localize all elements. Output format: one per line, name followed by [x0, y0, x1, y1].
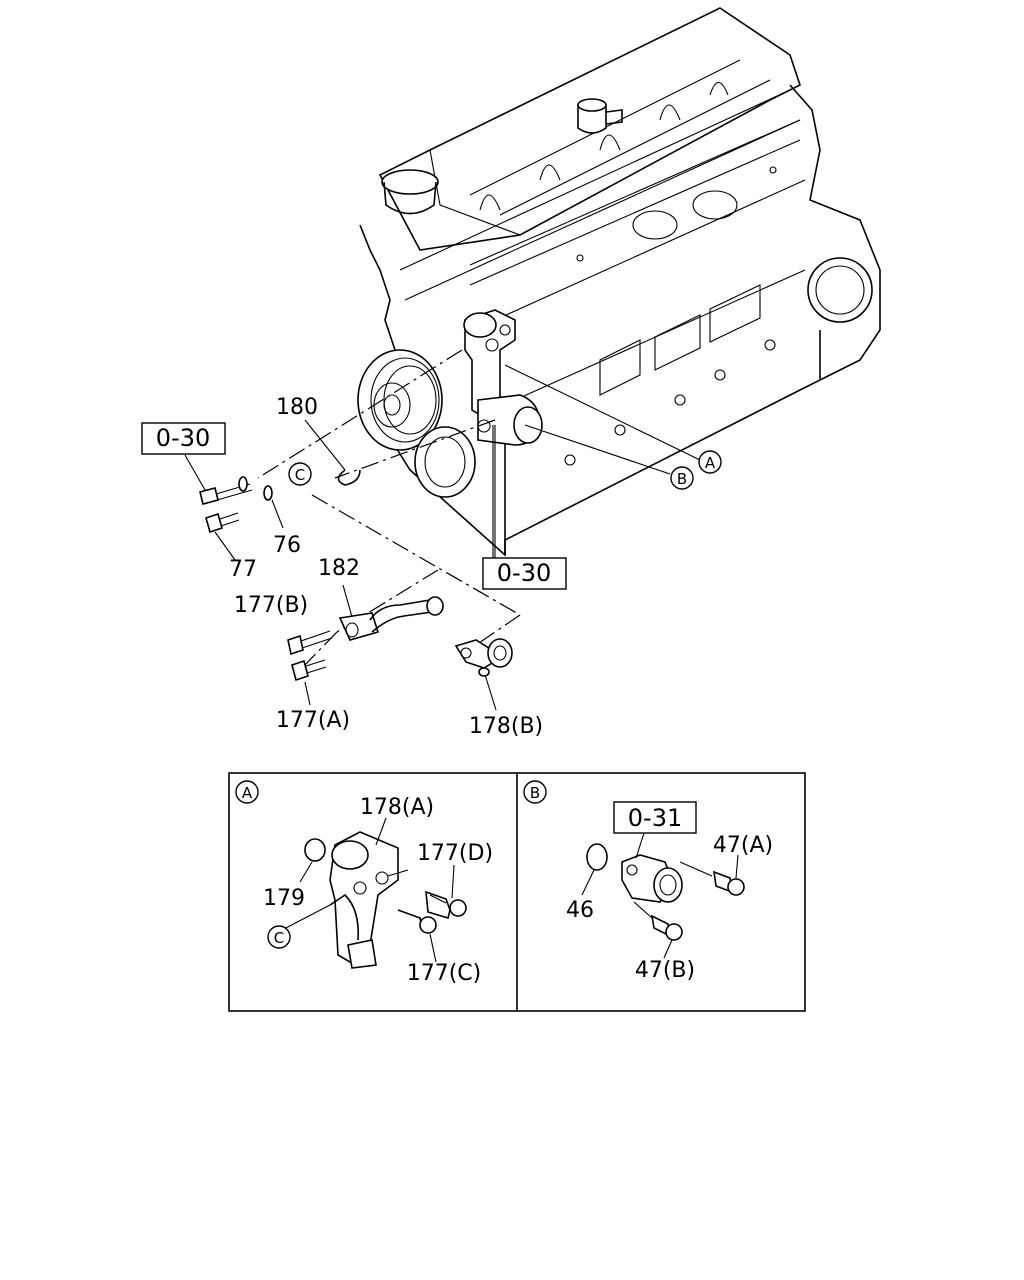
part-label-177b: 177(B) — [234, 593, 308, 618]
callout-b: B — [670, 466, 694, 490]
detail-a: A 178(A) 177(D) 179 177(C) C — [235, 780, 493, 986]
detail-a-label-177c: 177(C) — [407, 961, 482, 986]
part-label-76: 76 — [273, 533, 301, 558]
ref-box-left-label: 0-30 — [156, 424, 210, 452]
ref-box-detail-b-label: 0-31 — [628, 804, 682, 832]
loose-parts — [199, 469, 513, 682]
part-label-177a: 177(A) — [276, 708, 350, 733]
ref-box-center: 0-30 — [482, 557, 567, 590]
callout-a-label: A — [705, 454, 716, 472]
callout-a: A — [698, 450, 722, 474]
ref-box-left: 0-30 — [141, 422, 226, 455]
part-labels: 180 76 77 182 177(B) 177(A) 178(B) — [229, 395, 543, 739]
detail-a-label-179: 179 — [263, 886, 305, 911]
ref-box-center-label: 0-30 — [497, 559, 551, 587]
thermostat-housing-assembly — [463, 309, 543, 446]
part-label-178b: 178(B) — [469, 714, 543, 739]
detail-b: B 0-31 47(A) 46 47(B) — [523, 780, 773, 983]
detail-frame — [228, 772, 806, 1012]
detail-a-label-178a: 178(A) — [360, 795, 434, 820]
callout-c-label: C — [295, 466, 305, 484]
detail-a-tag: A — [242, 784, 253, 802]
detail-b-label-47b: 47(B) — [635, 958, 695, 983]
detail-a-callout-c: C — [274, 929, 284, 947]
detail-a-label-177d: 177(D) — [417, 841, 493, 866]
part-label-77: 77 — [229, 557, 257, 582]
leader-lines — [184, 349, 701, 711]
callout-b-label: B — [677, 470, 687, 488]
detail-b-tag: B — [530, 784, 540, 802]
part-label-182: 182 — [318, 556, 360, 581]
detail-b-label-47a: 47(A) — [713, 833, 773, 858]
detail-b-label-46: 46 — [566, 898, 594, 923]
engine-block — [357, 7, 881, 557]
callout-c: C — [288, 462, 312, 486]
part-label-180: 180 — [276, 395, 318, 420]
